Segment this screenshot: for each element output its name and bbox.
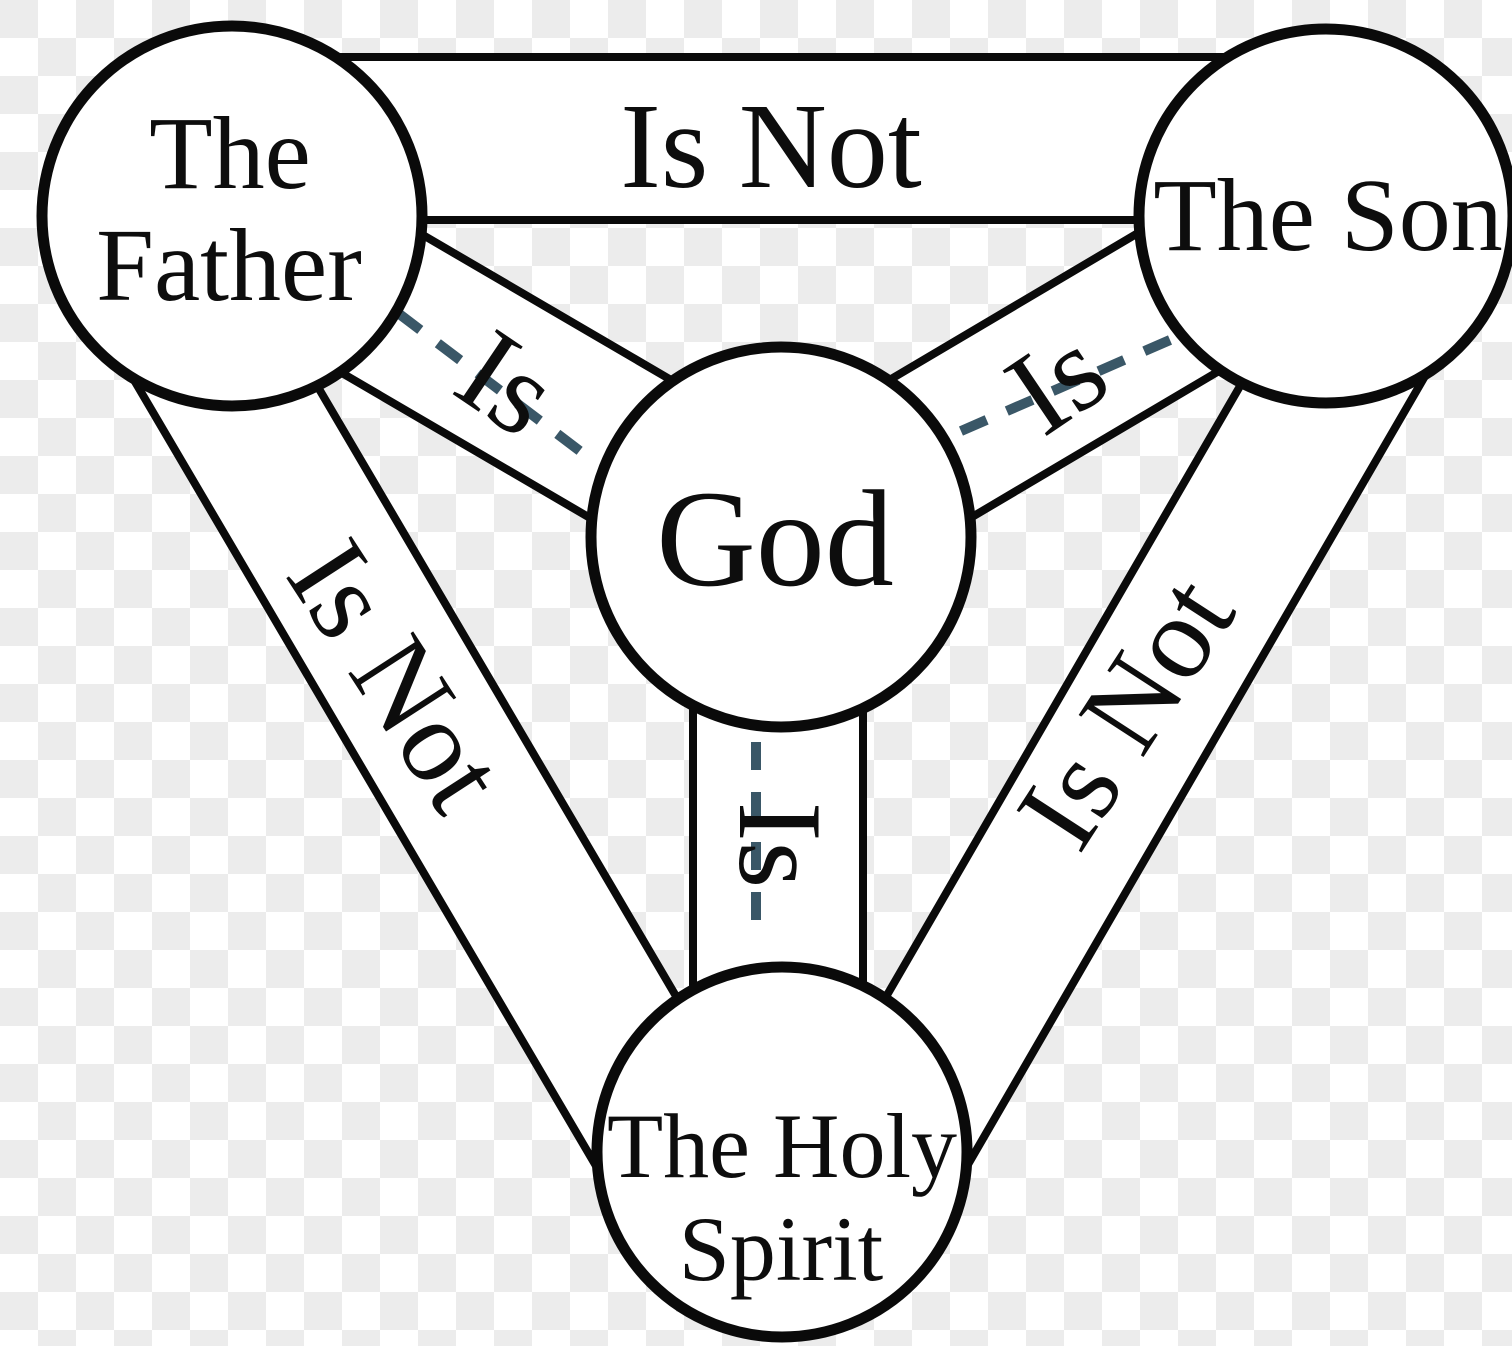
holy-spirit-circle	[591, 961, 973, 1343]
label-holy-spirit-god: Is	[714, 802, 847, 889]
god-circle	[585, 341, 977, 733]
label-father-son: Is Not	[620, 79, 922, 214]
god-label: God	[656, 462, 894, 615]
father-label-line2: Father	[96, 208, 362, 323]
holy-spirit-label-line2: Spirit	[679, 1198, 884, 1300]
dash-son-god	[943, 335, 1172, 443]
dash-father-god	[394, 309, 601, 468]
son-circle	[1133, 23, 1512, 409]
father-label-line1: The	[149, 96, 311, 211]
node-labels: The Father The Son God The Holy Spirit	[96, 96, 1503, 1300]
holy-spirit-label-line1: The Holy	[607, 1095, 957, 1197]
node-circles	[36, 20, 1512, 1343]
dashed-lines	[394, 309, 1172, 938]
father-circle	[36, 20, 428, 412]
son-label: The Son	[1153, 158, 1503, 273]
